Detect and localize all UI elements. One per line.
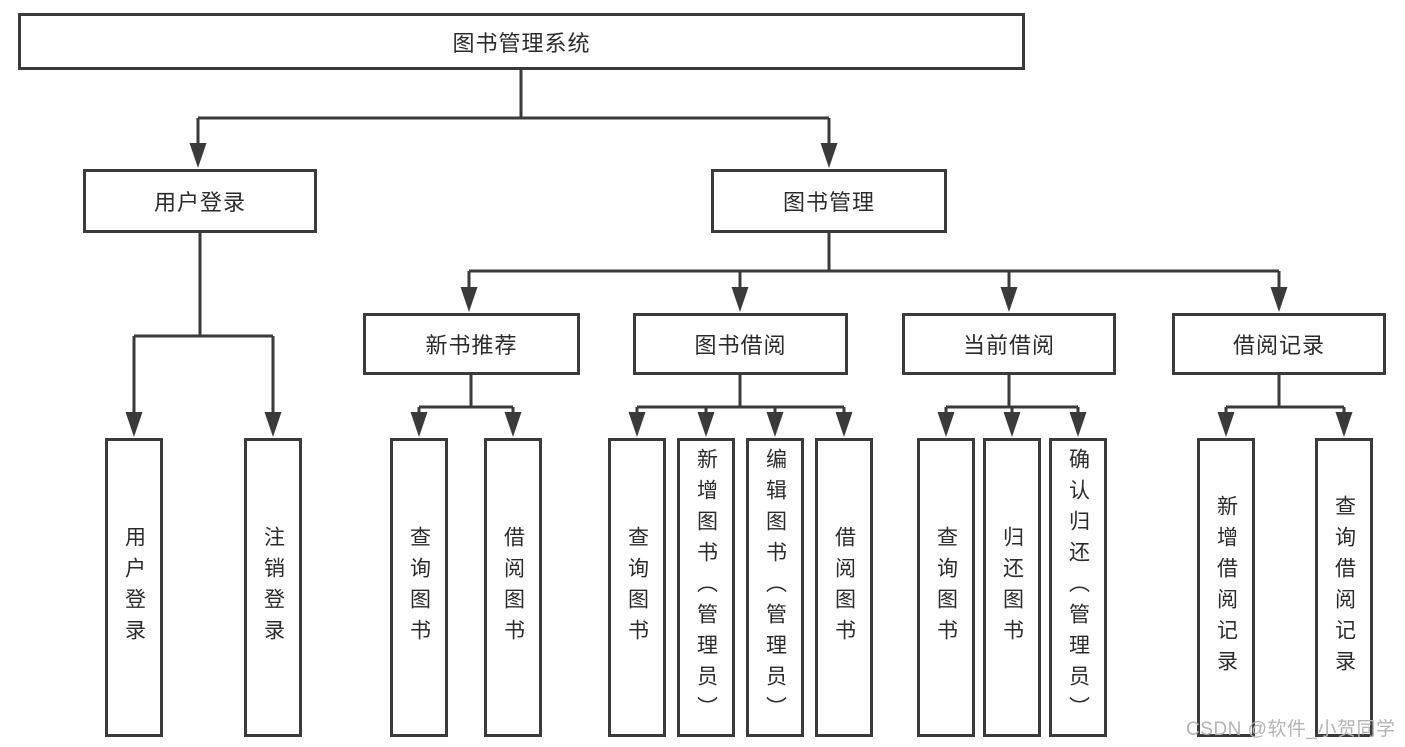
leaf-nb-borrow-books: 借阅图书 [484,438,542,737]
leaf-user-login: 用户登录 [105,438,163,737]
leaf-cb-return-books: 归还图书 [983,438,1041,737]
leaf-nb-borrow-books-label: 借阅图书 [501,525,525,650]
connector-group [125,68,1353,437]
leaf-br-add-record-label: 新增借阅记录 [1214,494,1238,681]
leaf-cb-query-books: 查询图书 [917,438,975,737]
leaf-bb-edit-books-admin: 编辑图书（管理员） [746,438,804,737]
leaf-user-login-label: 用户登录 [122,525,146,650]
watermark: CSDN @软件_小贺同学 [1186,719,1396,740]
node-user-login: 用户登录 [83,169,317,233]
leaf-cb-confirm-return-admin: 确认归还（管理员） [1049,438,1107,737]
leaf-cb-confirm-return-admin-label: 确认归还（管理员） [1066,448,1090,727]
node-root: 图书管理系统 [18,13,1025,70]
leaf-bb-add-books-admin-label: 新增图书（管理员） [694,448,718,727]
leaf-nb-query-books-label: 查询图书 [407,525,431,650]
node-book-borrow: 图书借阅 [633,313,848,375]
leaf-bb-query-books-label: 查询图书 [625,525,649,650]
node-new-book-recommend: 新书推荐 [363,313,580,375]
leaf-br-query-record: 查询借阅记录 [1315,438,1373,737]
leaf-nb-query-books: 查询图书 [390,438,448,737]
leaf-logout-label: 注销登录 [261,525,285,650]
node-new-book-recommend-label: 新书推荐 [425,333,518,358]
node-book-management-label: 图书管理 [782,190,875,215]
node-book-management: 图书管理 [711,169,947,233]
leaf-cb-query-books-label: 查询图书 [934,525,958,650]
leaf-logout: 注销登录 [244,438,302,737]
node-book-borrow-label: 图书借阅 [694,333,787,358]
node-borrow-records-label: 借阅记录 [1232,333,1325,358]
leaf-br-add-record: 新增借阅记录 [1197,438,1255,737]
leaf-cb-return-books-label: 归还图书 [1000,525,1024,650]
node-current-borrow: 当前借阅 [902,313,1116,375]
leaf-bb-borrow-books: 借阅图书 [815,438,873,737]
node-user-login-label: 用户登录 [153,190,246,215]
leaf-bb-edit-books-admin-label: 编辑图书（管理员） [763,448,787,727]
leaf-br-query-record-label: 查询借阅记录 [1332,494,1356,681]
leaf-bb-query-books: 查询图书 [608,438,666,737]
node-borrow-records: 借阅记录 [1172,313,1386,375]
node-current-borrow-label: 当前借阅 [962,333,1055,358]
leaf-bb-add-books-admin: 新增图书（管理员） [677,438,735,737]
node-root-label: 图书管理系统 [452,30,591,56]
leaf-bb-borrow-books-label: 借阅图书 [832,525,856,650]
